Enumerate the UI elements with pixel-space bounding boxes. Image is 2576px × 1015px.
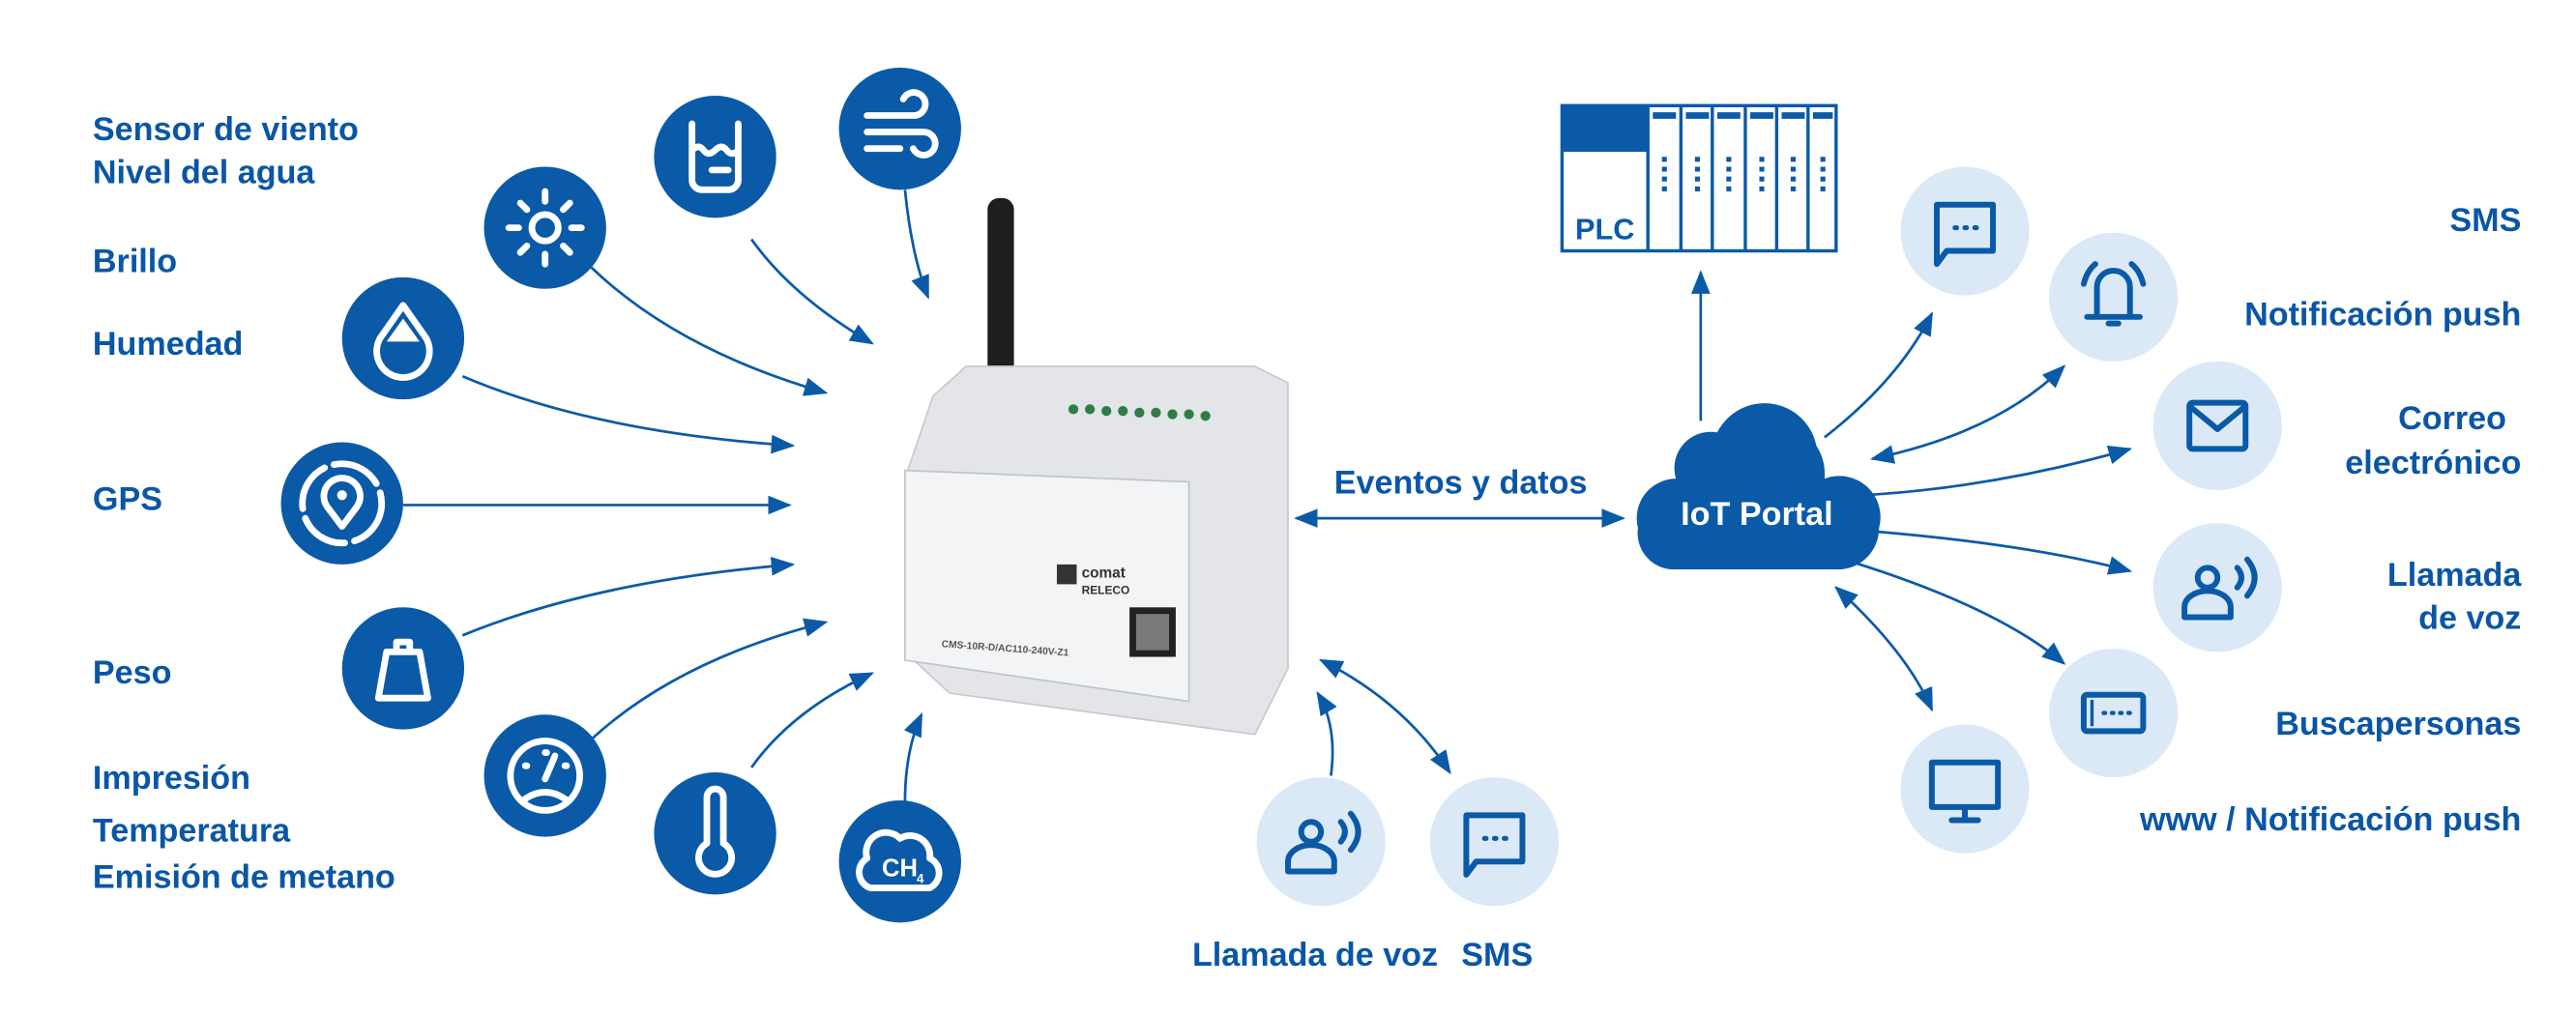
label-pressure: Impresión <box>93 760 250 797</box>
arrow-methane <box>903 712 923 802</box>
arrow-device-voice <box>1316 690 1337 776</box>
iot-portal-cloud: IoT Portal <box>1636 403 1881 570</box>
gateway-device: comat RELECO CMS-10R-D/AC110-240V-Z1 <box>904 197 1289 736</box>
wind-icon <box>838 68 961 190</box>
label-gps: GPS <box>93 481 162 518</box>
label-portal-mail-1: Correo <box>2398 400 2506 437</box>
gps-pin-icon <box>280 442 403 565</box>
label-portal-push: Notificación push <box>2244 296 2521 333</box>
drop-icon <box>341 276 465 400</box>
terminal-leds <box>1068 404 1211 421</box>
monitor-icon <box>1900 724 2030 854</box>
mail-icon <box>2152 361 2282 491</box>
label-device-voice: Llamada de voz <box>1192 937 1438 973</box>
brand-subname: RELECO <box>1082 584 1130 597</box>
arrow-drop <box>461 375 796 454</box>
label-wind-sensor: Sensor de viento <box>93 111 359 148</box>
sensor-arrows <box>402 189 930 802</box>
plc-icon: PLC <box>1560 103 1838 253</box>
label-portal-voice-1: Llamada <box>2387 557 2522 594</box>
voice-call-icon <box>2152 523 2282 652</box>
arrow-portal-sms <box>1824 311 1934 439</box>
arrow-portal-push <box>1869 364 2066 464</box>
arrow-portal-www <box>1834 586 1934 712</box>
cloud-label: IoT Portal <box>1681 496 1832 533</box>
water-level-icon <box>654 96 776 218</box>
arrow-device-sms <box>1318 658 1451 775</box>
brand-logo-mark <box>1056 564 1077 585</box>
label-humidity: Humedad <box>93 326 243 362</box>
weight-icon <box>341 607 465 730</box>
antenna <box>987 197 1014 380</box>
label-portal-www: www / Notificación push <box>2139 801 2521 838</box>
sms-icon <box>1900 166 2030 296</box>
label-portal-voice-2: de voz <box>2418 599 2521 636</box>
events-label: Eventos y datos <box>1334 464 1588 501</box>
bell-icon <box>2049 232 2179 362</box>
label-portal-pager: Buscapersonas <box>2275 706 2521 742</box>
label-weight: Peso <box>93 654 172 691</box>
ch4-subscript: 4 <box>917 871 924 885</box>
pager-icon <box>2049 648 2179 778</box>
label-portal-sms: SMS <box>2449 202 2521 239</box>
methane-cloud-icon: CH 4 <box>838 800 961 923</box>
arrow-water <box>750 238 874 345</box>
voice-call-icon <box>1256 777 1386 907</box>
label-device-sms: SMS <box>1461 937 1533 973</box>
label-temperature: Temperatura <box>93 813 291 850</box>
portal-arrows <box>1824 311 2133 712</box>
arrow-gauge <box>590 618 829 740</box>
arrow-sun <box>590 266 829 396</box>
arrow-weight <box>461 556 796 637</box>
arrow-portal-voice <box>1873 530 2133 575</box>
arrow-thermo <box>750 672 874 768</box>
qr-code <box>1129 607 1176 657</box>
label-methane: Emisión de metano <box>93 859 395 896</box>
label-brightness: Brillo <box>93 244 177 280</box>
arrow-portal-mail <box>1865 446 2133 497</box>
sms-icon <box>1429 777 1559 907</box>
sun-icon <box>483 166 606 289</box>
brand-name: comat <box>1082 566 1126 582</box>
thermometer-icon <box>654 772 776 895</box>
ch4-text: CH <box>882 856 918 883</box>
plc-label: PLC <box>1575 213 1634 246</box>
gauge-icon <box>483 714 606 837</box>
label-water-level: Nivel del agua <box>93 155 315 191</box>
arrow-portal-pager <box>1849 560 2066 665</box>
arrow-wind <box>903 189 930 300</box>
label-portal-mail-2: electrónico <box>2345 445 2521 481</box>
